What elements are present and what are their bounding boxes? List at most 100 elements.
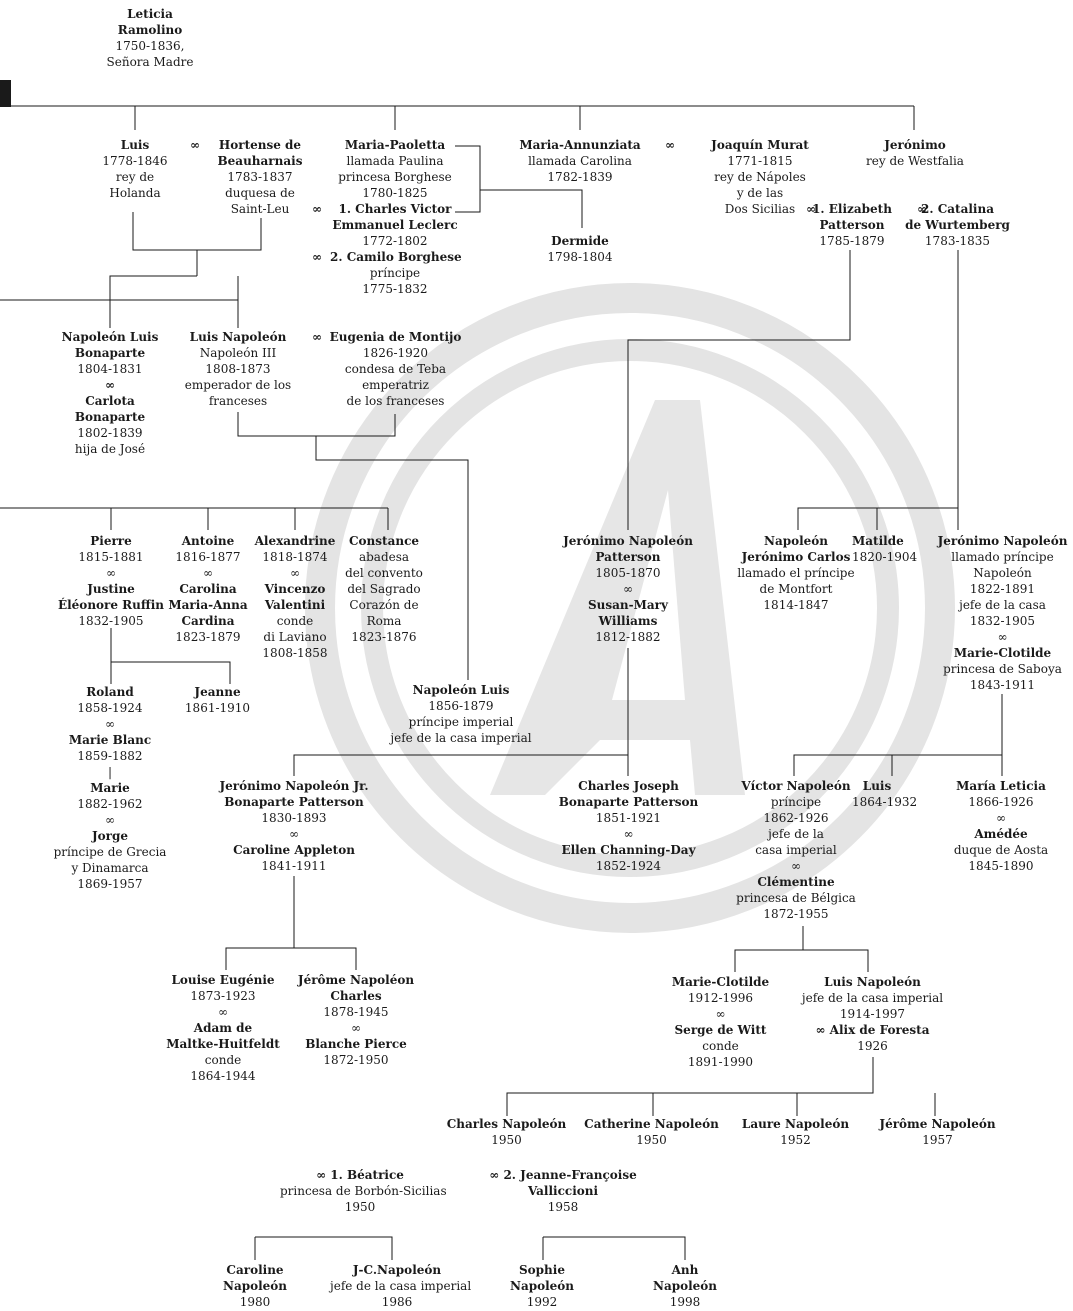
person-name-line: Ellen Channing-Day — [561, 843, 696, 857]
person-name-line: Napoleón — [652, 1279, 718, 1293]
person-info-line: jefe de la casa imperial — [801, 991, 944, 1005]
person-name-line: Bonaparte — [74, 346, 146, 360]
person-info-line: 1815-1881 — [78, 550, 144, 564]
person-name-line: Napoleón Luis — [61, 330, 159, 344]
person-info-line: 1950 — [344, 1200, 376, 1214]
person-info-line: jefe de la casa imperial — [390, 731, 532, 745]
person-info-line: 1823-1879 — [175, 630, 241, 644]
person-info-line: 1950 — [491, 1133, 522, 1147]
person-name-line: Maria-Annunziata — [519, 138, 641, 152]
person-name-line: Napoleón — [509, 1279, 575, 1293]
person-info-line: de Montfort — [759, 582, 833, 596]
person-name-line: Williams — [598, 614, 658, 628]
marriage-symbol: ∞ — [806, 202, 816, 216]
person-info-line: 1864-1932 — [852, 795, 918, 809]
person-info-line: ∞ — [106, 566, 116, 580]
person-name-line: Jerónimo Carlos — [741, 550, 851, 564]
person-name-line: Marie-Clotilde — [953, 646, 1052, 660]
person-info-line: 1891-1990 — [687, 1055, 754, 1069]
person-name-line: Éléonore Ruffin — [57, 598, 165, 612]
person-name-line: Hortense de — [218, 138, 302, 152]
person-info-line: Napoleón III — [199, 346, 277, 360]
person-info-line: ∞ — [996, 811, 1006, 825]
person-info-line: 1957 — [922, 1133, 953, 1147]
person-info-line: 1783-1837 — [227, 170, 293, 184]
person-info-line: del convento — [345, 566, 423, 580]
person-name-line: Luis — [120, 138, 150, 152]
person-name-line: Blanche Pierce — [305, 1037, 407, 1051]
person-name-line: Clémentine — [757, 875, 835, 889]
person-info-line: 1952 — [780, 1133, 811, 1147]
person-info-line: 1926 — [857, 1039, 888, 1053]
person-name-line: Víctor Napoleón — [741, 779, 851, 793]
family-branch-marker — [0, 80, 11, 107]
person-info-line: conde — [276, 614, 314, 628]
person-info-line: casa imperial — [755, 843, 837, 857]
person-info-line: emperador de los — [184, 378, 292, 392]
person-name-line: Eugenia de Montijo — [329, 330, 462, 344]
person-name-line: Roland — [86, 685, 134, 699]
person-info-line: príncipe — [369, 266, 421, 280]
person-info-line: ∞ — [715, 1007, 726, 1021]
person-info-line: princesa de Saboya — [943, 662, 1062, 676]
person-name-line: Anh — [671, 1263, 699, 1277]
person-name-line: Jerónimo Napoleón — [563, 534, 693, 548]
person-info-line: 1845-1890 — [968, 859, 1034, 873]
person-info-line: di Laviano — [263, 630, 327, 644]
person-info-line: 1778-1846 — [102, 154, 168, 168]
person-name-line: Pierre — [90, 534, 132, 548]
marriage-symbol: ∞ — [665, 138, 675, 152]
person-info-line: jefe de la — [768, 827, 824, 841]
person-name-line: Jerónimo Napoleón — [937, 534, 1068, 548]
person-name-line: Napoleón Luis — [412, 683, 510, 697]
person-info-line: 1861-1910 — [184, 701, 251, 715]
person-info-line: duque de Aosta — [953, 843, 1049, 857]
person-info-line: 1858-1924 — [77, 701, 143, 715]
marriage-symbol: ∞ — [312, 250, 322, 264]
person-info-line: 1808-1858 — [262, 646, 328, 660]
person-info-line: 1986 — [381, 1295, 413, 1309]
person-info-line: ∞ — [105, 813, 115, 827]
person-info-line: príncipe imperial — [408, 715, 514, 729]
person-info-line: ∞ — [218, 1005, 228, 1019]
person-info-line: Corazón de — [349, 598, 419, 612]
person-name-line: Constance — [348, 534, 420, 548]
person-info-line: 1873-1923 — [190, 989, 256, 1003]
marriage-symbol: ∞ — [312, 202, 322, 216]
person-name-line: Serge de Witt — [674, 1023, 767, 1037]
person-info-line: ∞ — [623, 827, 634, 841]
person-name-line: 2. Catalina — [921, 202, 994, 216]
person-name-line: Ramolino — [117, 23, 183, 37]
person-name-line: Caroline Appleton — [233, 843, 355, 857]
person-info-line: príncipe — [770, 795, 822, 809]
person-name-line: ∞ 2. Jeanne-Françoise — [489, 1168, 637, 1182]
person-name-line: ∞ 1. Béatrice — [316, 1168, 404, 1182]
person-name-line: Cardina — [181, 614, 235, 628]
person-info-line: princesa de Bélgica — [736, 891, 856, 905]
person-info-line: emperatriz — [362, 378, 429, 392]
person-name-line: Luis Napoleón — [189, 330, 287, 344]
person-name-line: Emmanuel Leclerc — [332, 218, 458, 232]
person-info-line: 1780-1825 — [362, 186, 428, 200]
person-info-line: | — [107, 765, 113, 779]
person-name-line: 1. Charles Victor — [338, 202, 452, 216]
person-name-line: ∞ Alix de Foresta — [815, 1023, 930, 1037]
person-info-line: 1818-1874 — [262, 550, 328, 564]
person-info-line: ∞ — [289, 827, 299, 841]
marriage-symbol: ∞ — [190, 138, 200, 152]
person-info-line: 1843-1911 — [969, 678, 1036, 692]
